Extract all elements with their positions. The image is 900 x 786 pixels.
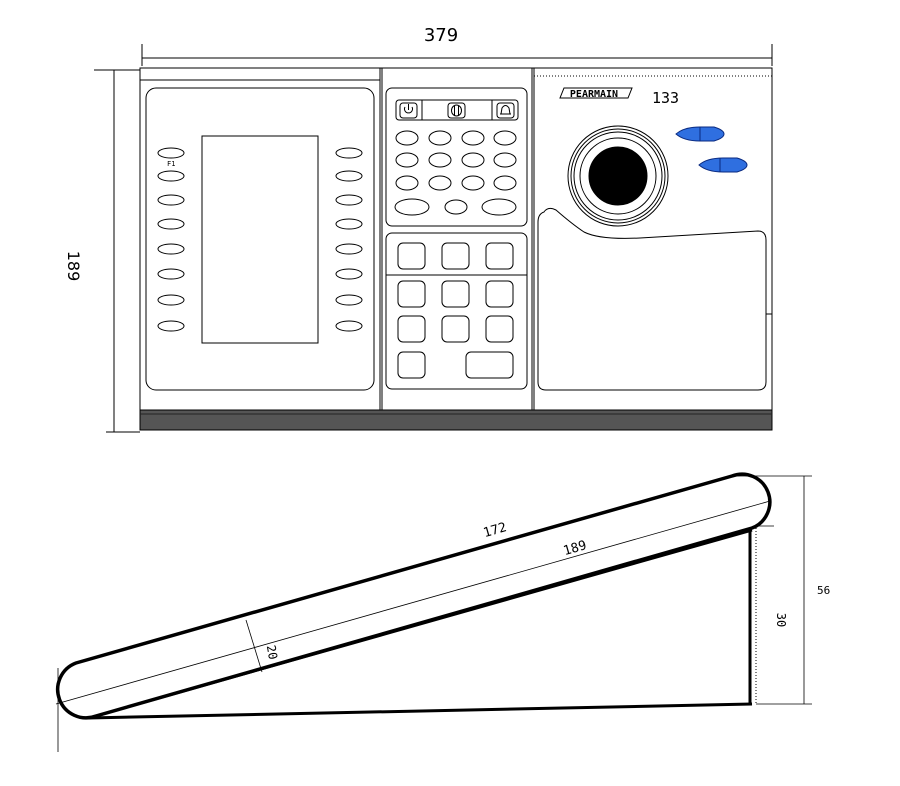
soft-key-left-4[interactable] [157, 218, 185, 230]
joystick[interactable] [567, 125, 669, 227]
height-dimension: 189 [64, 69, 140, 433]
keypad-oval-key[interactable] [493, 152, 517, 168]
square-key[interactable] [441, 280, 470, 308]
square-key[interactable] [441, 315, 470, 343]
top-length-label: 172 [482, 520, 509, 541]
soft-key-right-6[interactable] [335, 268, 363, 280]
height-dimension-label: 189 [64, 251, 83, 282]
square-key[interactable] [397, 242, 426, 270]
square-key[interactable] [485, 280, 514, 308]
keypad-oval-key[interactable] [395, 175, 419, 191]
slanted-top-slab [55, 472, 772, 720]
bell-icon[interactable] [496, 102, 515, 119]
base-strip [139, 409, 773, 431]
brand-badge: PEARMAIN [559, 87, 633, 100]
keypad-oval-key[interactable] [428, 130, 452, 146]
soft-key-left-7[interactable] [157, 294, 185, 306]
soft-key-right-8[interactable] [335, 320, 363, 332]
total-height-label: 56 [817, 584, 830, 597]
keypad-oval-key[interactable] [461, 175, 485, 191]
keypad-oval-key[interactable] [428, 152, 452, 168]
upper-keypad [385, 87, 528, 227]
square-key[interactable] [485, 315, 514, 343]
focus-rocker-button[interactable] [698, 157, 748, 173]
lcd-screen [201, 135, 319, 344]
brand-name: PEARMAIN [570, 89, 618, 100]
square-key[interactable] [397, 315, 426, 343]
power-icon[interactable] [399, 102, 418, 119]
soft-key-left-5[interactable] [157, 243, 185, 255]
soft-key-right-5[interactable] [335, 243, 363, 255]
soft-key-right-3[interactable] [335, 194, 363, 206]
diagonal-length-label: 189 [562, 538, 589, 559]
soft-key-right-4[interactable] [335, 218, 363, 230]
keyboard-body-outline [139, 67, 773, 431]
square-key[interactable] [397, 351, 426, 379]
width-dimension-label: 379 [424, 25, 458, 46]
keypad-oval-key[interactable] [428, 175, 452, 191]
square-key[interactable] [397, 280, 426, 308]
keypad-wide-key-right[interactable] [481, 198, 517, 216]
soft-key-left-8[interactable] [157, 320, 185, 332]
soft-key-left-1[interactable] [157, 147, 185, 159]
soft-key-right-7[interactable] [335, 294, 363, 306]
square-key[interactable] [485, 242, 514, 270]
soft-key-left-2[interactable] [157, 170, 185, 182]
keypad-oval-key[interactable] [461, 152, 485, 168]
keypad-oval-key[interactable] [493, 175, 517, 191]
soft-key-left-6[interactable] [157, 268, 185, 280]
soft-key-left-3[interactable] [157, 194, 185, 206]
wide-key[interactable] [465, 351, 514, 379]
zoom-rocker-button[interactable] [675, 126, 725, 142]
soft-key-right-1[interactable] [335, 147, 363, 159]
soft-key-right-2[interactable] [335, 170, 363, 182]
keypad-wide-key-left[interactable] [394, 198, 430, 216]
keypad-oval-key[interactable] [461, 130, 485, 146]
keypad-oval-key[interactable] [493, 130, 517, 146]
model-number: 133 [652, 89, 679, 107]
thickness-label: 20 [264, 644, 280, 661]
back-height-label: 30 [774, 613, 788, 627]
joystick-panel: PEARMAIN 133 [537, 87, 767, 391]
lower-keypad [385, 232, 528, 390]
f1-key-label: F1 [167, 160, 175, 168]
keypad-oval-key[interactable] [395, 130, 419, 146]
keypad-oval-key[interactable] [395, 152, 419, 168]
width-dimension: 379 [141, 25, 773, 66]
side-view: 172 189 20 56 30 [55, 472, 830, 752]
lock-icon[interactable] [447, 102, 466, 119]
keypad-small-key-center[interactable] [444, 199, 468, 215]
palm-rest [537, 207, 767, 391]
lcd-panel: F1 [145, 87, 375, 391]
top-view: 379 189 F1 [64, 25, 773, 433]
square-key[interactable] [441, 242, 470, 270]
